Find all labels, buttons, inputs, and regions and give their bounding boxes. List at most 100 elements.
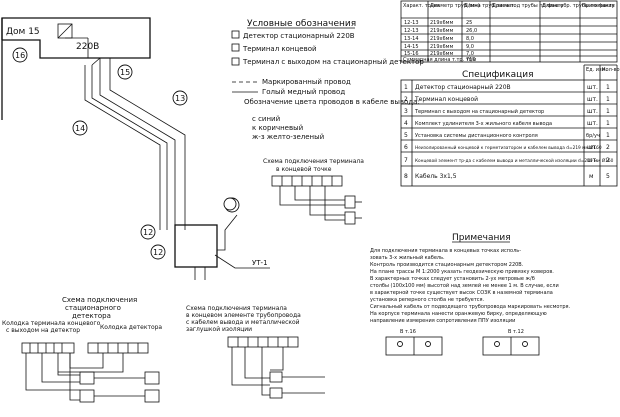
- ut-label: УТ-1: [252, 259, 268, 267]
- svg-text:5: 5: [606, 173, 610, 180]
- svg-text:Ед. изм.: Ед. изм.: [586, 67, 607, 73]
- svg-text:Схема подключения терминала: Схема подключения терминала: [186, 305, 287, 312]
- pipe-line-d: [91, 65, 168, 230]
- end-terminal-scheme: Схема подключения терминала в концевой т…: [263, 158, 364, 225]
- svg-text:ж-з желто-зеленый: ж-з желто-зеленый: [252, 133, 324, 141]
- svg-text:Терминал с выходом на стациона: Терминал с выходом на стационарный детек…: [414, 108, 544, 115]
- svg-text:13-14: 13-14: [404, 36, 419, 42]
- svg-text:12-13: 12-13: [404, 28, 419, 34]
- detector-symbol-icon: [231, 30, 240, 39]
- svg-text:к коричневый: к коричневый: [252, 124, 303, 132]
- terminal-block: [271, 175, 343, 187]
- svg-text:шт.: шт.: [587, 96, 598, 103]
- svg-text:Длина обр. трубы по факту: Длина обр. трубы по факту: [542, 3, 615, 9]
- svg-text:5: 5: [404, 132, 408, 139]
- legend-title: Условные обозначения: [247, 19, 356, 29]
- spec-title: Спецификация: [462, 70, 534, 80]
- svg-text:8,0: 8,0: [466, 36, 474, 42]
- left-terminal-block: [21, 342, 75, 354]
- svg-text:Длина под трубы по факту: Длина под трубы по факту: [492, 3, 564, 9]
- svg-text:1: 1: [606, 84, 610, 91]
- pipe-line-c: [84, 65, 161, 230]
- svg-text:Для подключения терминала в ко: Для подключения терминала в концевых точ…: [370, 248, 521, 254]
- svg-text:В т.16: В т.16: [400, 329, 416, 335]
- svg-text:2: 2: [404, 96, 408, 103]
- svg-text:шт.: шт.: [587, 84, 598, 91]
- svg-text:Обозначение цвета проводов в к: Обозначение цвета проводов в кабеле выво…: [244, 98, 420, 106]
- svg-text:Неизолированный концевой к гер: Неизолированный концевой к герметизаторо…: [415, 144, 602, 151]
- svg-text:Длина труб расчет.: Длина труб расчет.: [464, 3, 516, 9]
- svg-text:1: 1: [606, 96, 610, 103]
- svg-text:1: 1: [606, 108, 610, 115]
- svg-text:в концевой точке: в концевой точке: [276, 166, 332, 173]
- svg-text:219x6мм: 219x6мм: [430, 28, 453, 34]
- joint-scheme: Схема подключения терминала в концевом э…: [186, 305, 325, 399]
- svg-text:710: 710: [466, 57, 476, 63]
- svg-text:В т.12: В т.12: [508, 329, 524, 335]
- house-label: Дом 15: [6, 27, 40, 37]
- detector-scheme: Схема подключения стационарного детектор…: [2, 296, 162, 403]
- legend: Условные обозначения Детектор стационарн…: [231, 19, 424, 141]
- svg-text:Суммарная длина т.тр. тr/м: Суммарная длина т.тр. тr/м: [403, 57, 476, 63]
- svg-text:с синий: с синий: [252, 115, 280, 123]
- svg-text:8: 8: [404, 173, 408, 180]
- svg-text:219x6мм: 219x6мм: [430, 44, 453, 50]
- svg-text:Контроль производится стациона: Контроль производится стационарным детек…: [370, 262, 524, 268]
- svg-text:шт.: шт.: [587, 108, 598, 115]
- joint-terminal-block: [227, 336, 299, 348]
- svg-text:Терминал с выходом на стациона: Терминал с выходом на стационарный детек…: [242, 58, 424, 66]
- svg-text:Кабель 3х1,5: Кабель 3х1,5: [415, 173, 457, 180]
- svg-text:На корпусе терминала нанести о: На корпусе терминала нанести оранжевую б…: [370, 311, 547, 317]
- marker-16: 16: [15, 51, 25, 60]
- svg-text:На плане трассы М 1:2000 указа: На плане трассы М 1:2000 указать геодези…: [370, 269, 554, 275]
- svg-text:Детектор стационарный 220В: Детектор стационарный 220В: [415, 84, 511, 91]
- svg-text:в характерной точке существует: в характерной точке существует высок СО3…: [370, 289, 553, 296]
- svg-text:заглушкой изоляции: заглушкой изоляции: [186, 326, 252, 333]
- svg-text:Детектор стационарный 220В: Детектор стационарный 220В: [243, 32, 355, 40]
- svg-text:стационарного: стационарного: [65, 304, 121, 312]
- svg-text:Установка системы дистанционно: Установка системы дистанционного контрол…: [415, 133, 538, 139]
- svg-text:2: 2: [606, 144, 610, 151]
- svg-text:Кол-во: Кол-во: [602, 67, 620, 73]
- svg-text:Схема подключения терминала: Схема подключения терминала: [263, 158, 364, 165]
- svg-text:6: 6: [404, 144, 408, 151]
- specification-table: Спецификация Ед. изм. Кол-во 1 Детектор …: [400, 64, 620, 187]
- end-chamber: [174, 224, 218, 268]
- svg-text:в концевом элементе трубопрово: в концевом элементе трубопровода: [186, 312, 301, 319]
- svg-text:219x6мм: 219x6мм: [430, 20, 453, 26]
- marker-12-a: 12: [143, 228, 153, 237]
- svg-text:7: 7: [404, 157, 408, 164]
- svg-text:установка реперного столба не: установка реперного столба не требуется.: [370, 297, 485, 303]
- svg-text:Характ. точек: Характ. точек: [403, 3, 440, 9]
- svg-text:15-16: 15-16: [404, 51, 419, 57]
- svg-text:Колодка детектора: Колодка детектора: [100, 324, 162, 331]
- svg-text:шт.: шт.: [587, 120, 598, 127]
- notes: Примечания Для подключения терминала в к…: [370, 233, 571, 356]
- svg-text:зовать 3-х жильный кабель.: зовать 3-х жильный кабель.: [370, 254, 445, 261]
- svg-text:Терминал концевой: Терминал концевой: [242, 45, 317, 53]
- marker-15: 15: [120, 68, 130, 77]
- svg-text:1: 1: [606, 120, 610, 127]
- svg-text:детектора: детектора: [72, 312, 111, 320]
- svg-text:12-13: 12-13: [404, 20, 419, 26]
- notes-title: Примечания: [452, 233, 511, 243]
- pipe-line-a: [99, 58, 176, 230]
- marker-13: 13: [175, 94, 185, 103]
- pipe-length-table: Характ. точек Диаметр труб (мм) Длина тр…: [400, 0, 618, 63]
- svg-text:9,0: 9,0: [466, 44, 474, 50]
- end-terminal-symbol-icon: [231, 43, 240, 52]
- svg-text:шт.: шт.: [587, 144, 598, 151]
- svg-text:В характерных точках следует у: В характерных точках следует установить …: [370, 276, 535, 282]
- svg-text:Примечания: Примечания: [582, 3, 615, 9]
- svg-text:Голый медный провод: Голый медный провод: [262, 88, 345, 96]
- svg-text:7,0: 7,0: [466, 51, 474, 57]
- svg-text:25: 25: [466, 20, 472, 26]
- svg-text:14-15: 14-15: [404, 44, 419, 50]
- svg-text:бр/уч: бр/уч: [586, 133, 600, 139]
- svg-text:с выходом на детектор: с выходом на детектор: [6, 327, 80, 334]
- marker-14: 14: [75, 124, 85, 133]
- svg-text:219x6мм: 219x6мм: [430, 36, 453, 42]
- svg-text:с кабелем вывода и металлическ: с кабелем вывода и металлической: [186, 319, 300, 326]
- svg-text:Диаметр труб (мм): Диаметр труб (мм): [430, 3, 480, 9]
